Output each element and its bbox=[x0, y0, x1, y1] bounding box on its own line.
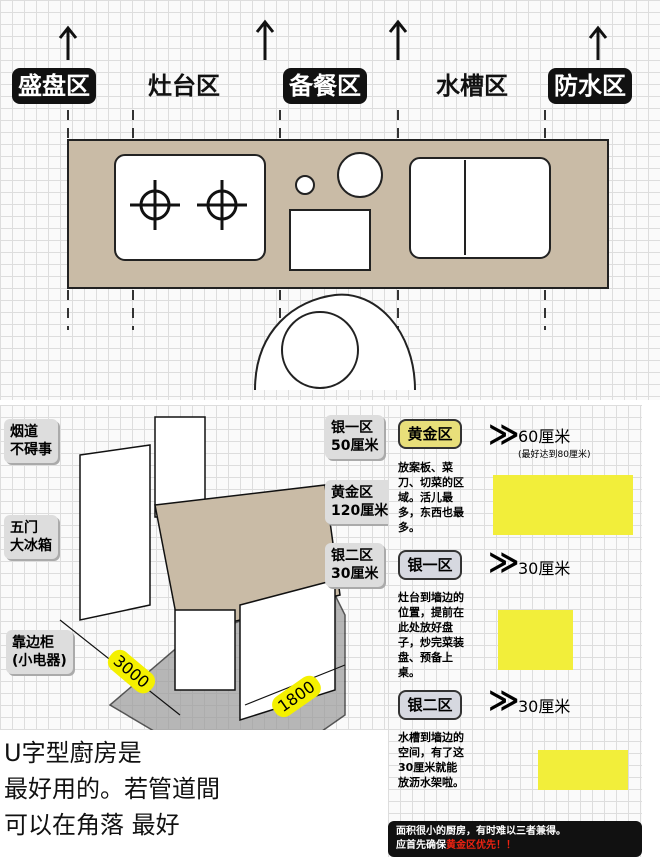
caption-line: U字型廚房是 bbox=[4, 739, 142, 767]
callout-flue: 烟道 不碍事 bbox=[4, 419, 58, 463]
callout-fridge: 五门 大冰箱 bbox=[4, 515, 58, 559]
kitchen-zone-plan: 盛盘区 灶台区 备餐区 水槽区 防水区 bbox=[0, 0, 660, 400]
callout-silver-zone-2: 银二区 30厘米 bbox=[325, 543, 385, 587]
chevron-icon: ≫ bbox=[488, 417, 520, 452]
footer-line: 应首先确保黄金区优先！！ bbox=[396, 839, 634, 853]
callout-silver-zone-1: 银一区 50厘米 bbox=[325, 415, 385, 459]
silver-zone-2-illustration bbox=[538, 750, 628, 790]
measure-value: 60厘米 bbox=[518, 427, 571, 446]
footer-highlight: 黄金区优先！！ bbox=[446, 840, 516, 851]
golden-zone-illustration bbox=[493, 475, 633, 535]
badge-silver-zone-1: 银一区 bbox=[398, 550, 462, 580]
desc-silver-zone-1: 灶台到墙边的位置，提前在此处放好盘子，炒完菜装盘、预备上桌。 bbox=[398, 591, 464, 679]
callout-golden-zone: 黄金区 120厘米 bbox=[325, 480, 395, 524]
caption-line: 最好用的。若管道間 bbox=[4, 775, 220, 803]
zone-label-plating: 盛盘区 bbox=[12, 68, 96, 104]
caption-text: U字型廚房是 最好用的。若管道間 可以在角落 最好 bbox=[4, 735, 220, 843]
footer-line: 面积很小的厨房，有时难以三者兼得。 bbox=[396, 826, 566, 837]
measure-silver-zone-2: 30厘米 bbox=[518, 697, 571, 716]
desc-silver-zone-2: 水槽到墙边的空间，有了这30厘米就能放沥水架啦。 bbox=[398, 731, 464, 789]
u-kitchen-diagram: 烟道 不碍事 五门 大冰箱 靠边柜 (小电器) 银一区 50厘米 黄金区 120… bbox=[0, 405, 395, 730]
silver-zone-1-illustration bbox=[498, 610, 573, 670]
desc-golden-zone: 放案板、菜刀、切菜的区域。活儿最多，东西也最多。 bbox=[398, 461, 464, 534]
chevron-icon: ≫ bbox=[488, 683, 520, 718]
chevron-icon: ≫ bbox=[488, 545, 520, 580]
caption-line: 可以在角落 最好 bbox=[4, 811, 180, 839]
measure-silver-zone-1: 30厘米 bbox=[518, 559, 571, 578]
measure-golden-zone: 60厘米 (最好达到80厘米) bbox=[518, 423, 590, 460]
zone-guide-panel: 黄金区 放案板、菜刀、切菜的区域。活儿最多，东西也最多。 ≫ 60厘米 (最好达到… bbox=[388, 405, 642, 857]
footer-prefix: 应首先确保 bbox=[396, 840, 446, 851]
footer-note: 面积很小的厨房，有时难以三者兼得。 应首先确保黄金区优先！！ bbox=[388, 821, 642, 857]
measure-note: (最好达到80厘米) bbox=[518, 450, 591, 460]
callout-side-cabinet: 靠边柜 (小电器) bbox=[6, 630, 73, 674]
counter-sketch bbox=[58, 19, 609, 391]
badge-golden-zone: 黄金区 bbox=[398, 419, 462, 449]
badge-silver-zone-2: 银二区 bbox=[398, 690, 462, 720]
zone-label-sink: 水槽区 bbox=[436, 72, 508, 100]
zone-label-waterproof: 防水区 bbox=[548, 68, 632, 104]
zone-label-prep: 备餐区 bbox=[283, 68, 367, 104]
zone-label-stove: 灶台区 bbox=[148, 72, 220, 100]
